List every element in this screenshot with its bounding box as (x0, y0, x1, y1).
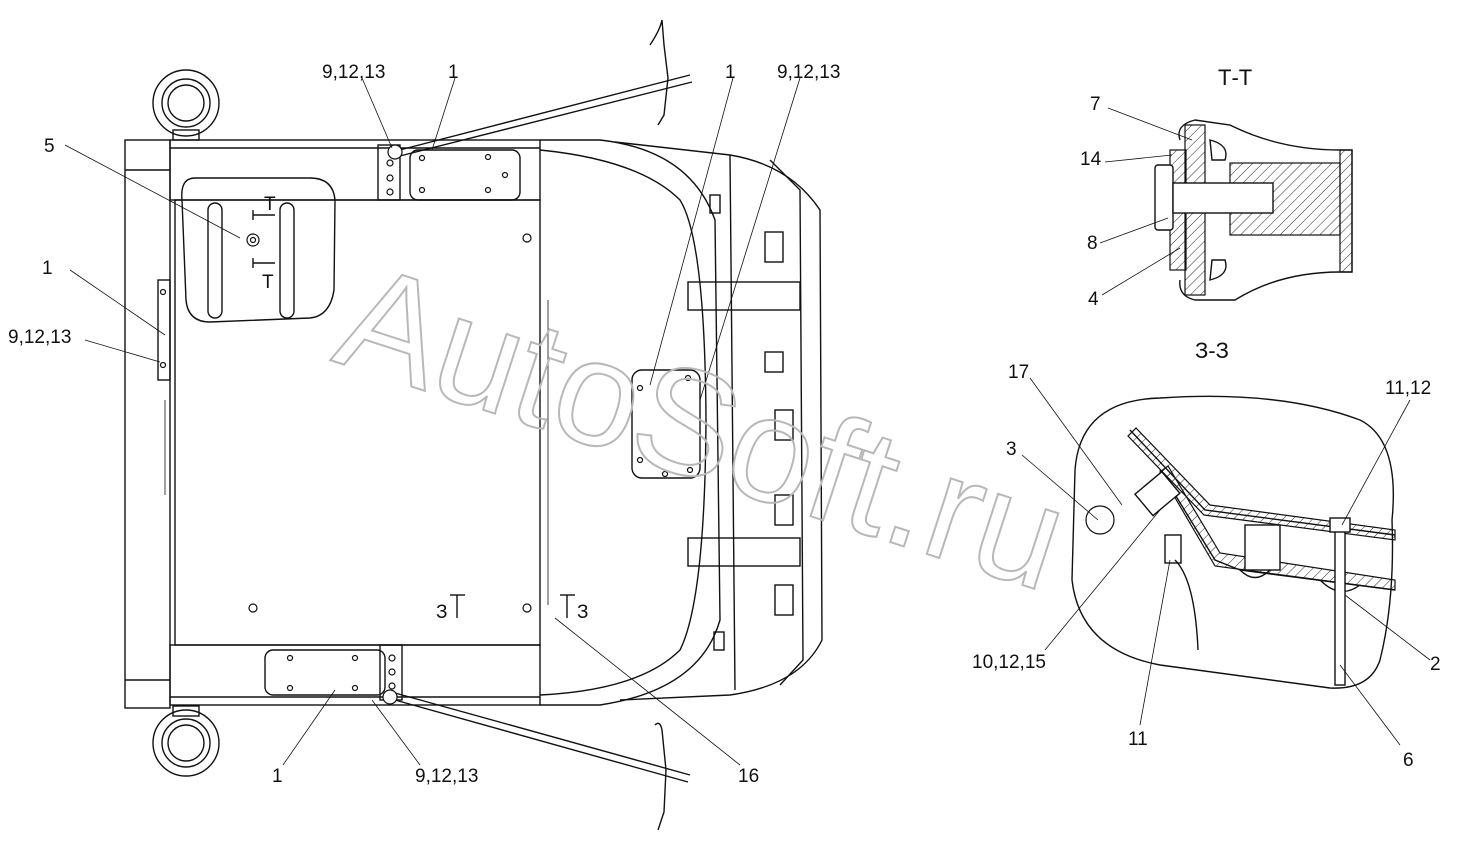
section-title-tt: Т-Т (1218, 65, 1252, 90)
cover-top (409, 149, 521, 201)
eye-top (152, 69, 220, 141)
lower-beam (169, 644, 541, 706)
section-letter-t-upper: Т (264, 194, 276, 215)
section-letter-z-right: З (577, 602, 588, 623)
front-shell (539, 139, 823, 706)
section-zz-view (1021, 377, 1431, 746)
zz-label-11: 11 (1128, 729, 1148, 750)
label-left-1: 1 (42, 258, 53, 279)
watermark: AutoSoft.ru (320, 231, 1086, 623)
label-top-91213: 9,12,13 (322, 62, 385, 83)
label-top-1: 1 (448, 62, 459, 83)
label-bottom-16: 16 (738, 766, 759, 787)
zz-label-10-12-15: 10,12,15 (972, 652, 1046, 673)
section-tt-view (1099, 107, 1353, 301)
upper-beam (169, 139, 541, 201)
zz-label-17: 17 (1008, 362, 1029, 383)
tt-label-4: 4 (1088, 289, 1099, 310)
label-bottom-1: 1 (272, 766, 283, 787)
label-bottom-91213: 9,12,13 (415, 766, 478, 787)
zz-label-3: 3 (1006, 439, 1017, 460)
section-mark-tt (252, 210, 275, 268)
label-top-right-91213: 9,12,13 (777, 62, 840, 83)
section-letter-t-lower: Т (262, 272, 274, 293)
leader-lines-main (64, 77, 801, 766)
tt-label-7: 7 (1090, 94, 1101, 115)
zz-label-2: 2 (1430, 654, 1441, 675)
eye-bottom (152, 705, 220, 777)
cover-bottom (264, 649, 386, 696)
section-letter-z-left: З (436, 602, 447, 623)
front-brackets (687, 194, 801, 651)
tt-label-8: 8 (1087, 233, 1098, 254)
zz-label-6: 6 (1403, 750, 1414, 771)
label-left-5: 5 (44, 136, 55, 157)
label-left-91213: 9,12,13 (8, 327, 71, 348)
section-title-zz: З-З (1195, 338, 1229, 363)
cover-center (631, 369, 701, 479)
roof-panel (174, 199, 549, 646)
rear-frame (124, 139, 171, 709)
brace-bottom (382, 689, 691, 831)
cab-plan-view (64, 19, 823, 831)
label-top-right-1: 1 (725, 62, 736, 83)
tt-label-14: 14 (1080, 149, 1102, 170)
brace-top (387, 19, 693, 160)
section-mark-zz (450, 594, 575, 618)
zz-label-11-12: 11,12 (1385, 378, 1431, 399)
roof-hatch (181, 177, 336, 323)
